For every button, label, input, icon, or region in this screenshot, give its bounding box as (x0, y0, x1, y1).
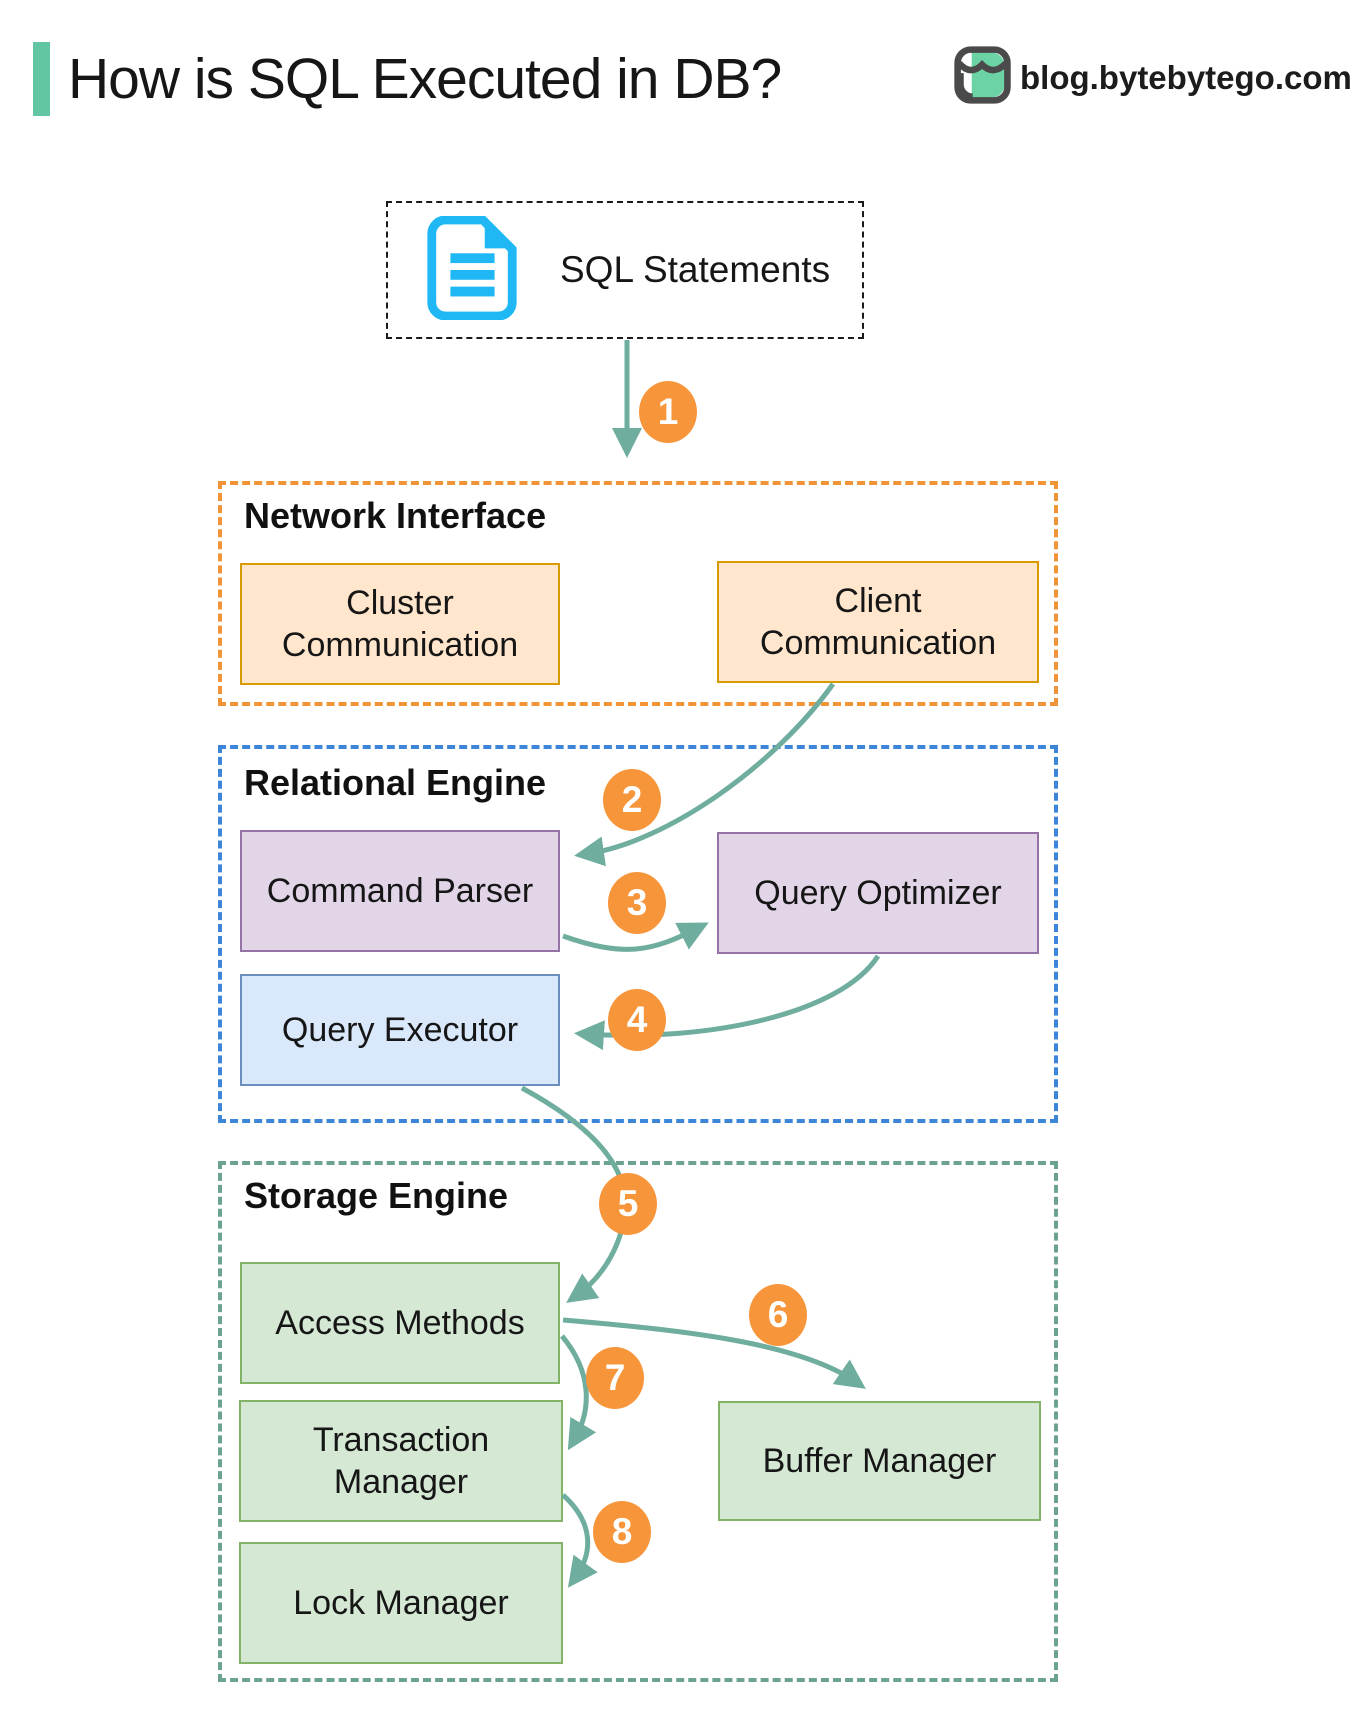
node-query-optimizer: Query Optimizer (717, 832, 1039, 954)
node-lock-manager: Lock Manager (239, 1542, 563, 1664)
sql-statements-box: SQL Statements (386, 201, 864, 339)
node-query-executor: Query Executor (240, 974, 560, 1086)
section-title-network-interface: Network Interface (244, 495, 547, 536)
step-6-badge: 6 (749, 1284, 807, 1346)
brand-text: blog.bytebytego.com (1020, 58, 1352, 96)
page-title: How is SQL Executed in DB? (68, 47, 782, 111)
node-access-methods: Access Methods (240, 1262, 560, 1384)
bytebytego-logo-icon (952, 44, 1014, 111)
node-command-parser: Command Parser (240, 830, 560, 952)
node-buffer-manager: Buffer Manager (718, 1401, 1041, 1521)
step-4-badge: 4 (608, 989, 666, 1051)
section-title-storage-engine: Storage Engine (244, 1175, 509, 1216)
step-1-badge: 1 (639, 381, 697, 443)
node-transaction-manager: Transaction Manager (239, 1400, 563, 1522)
step-7-badge: 7 (586, 1347, 644, 1409)
node-client-communication: Client Communication (717, 561, 1039, 683)
document-icon (426, 215, 518, 325)
title-accent-bar (33, 42, 50, 116)
brand: blog.bytebytego.com (952, 44, 1352, 111)
step-5-badge: 5 (599, 1173, 657, 1235)
node-cluster-communication: Cluster Communication (240, 563, 560, 685)
step-8-badge: 8 (593, 1501, 651, 1563)
step-3-badge: 3 (608, 872, 666, 934)
step-2-badge: 2 (603, 769, 661, 831)
sql-statements-label: SQL Statements (560, 249, 831, 290)
section-title-relational-engine: Relational Engine (244, 762, 547, 803)
section-storage-engine: Storage Engine (218, 1161, 1058, 1682)
